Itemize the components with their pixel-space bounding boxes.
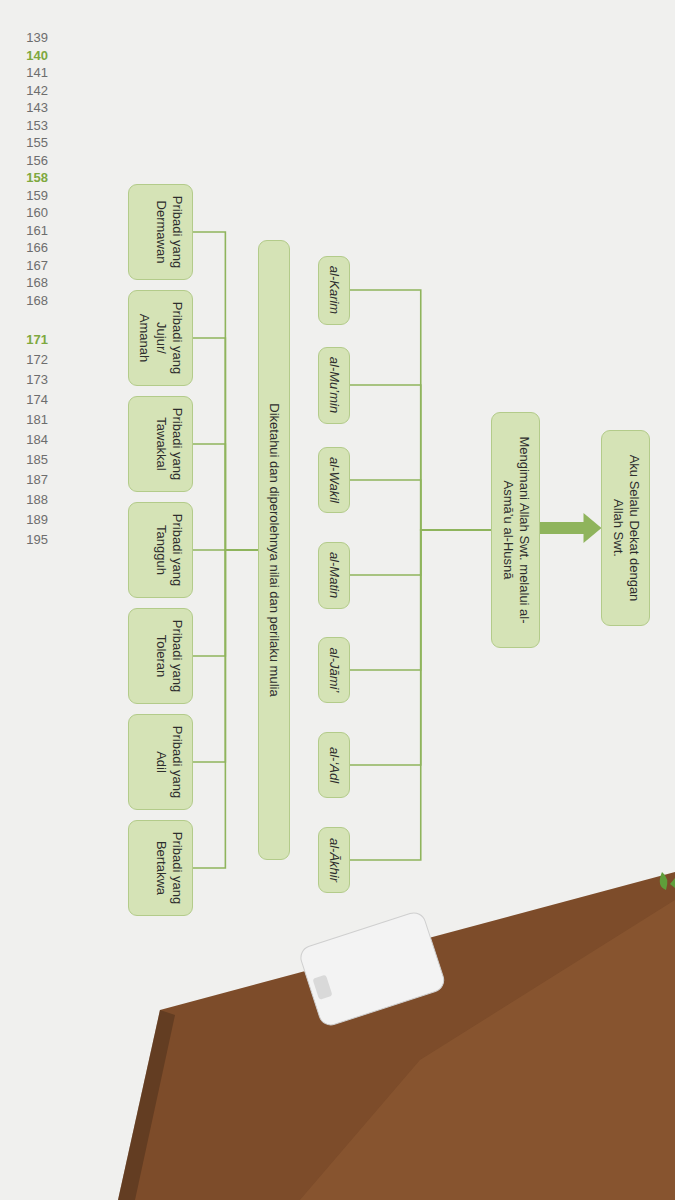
page-number: 171	[2, 332, 48, 347]
page-number: 166	[2, 240, 48, 255]
page-number: 187	[2, 472, 48, 487]
box-text: Pribadi yang Jujur/ Amanah	[136, 299, 185, 377]
box-text: Pribadi yang Adil	[153, 723, 186, 801]
page-number: 159	[2, 188, 48, 203]
box-text: al-‘Adl	[326, 741, 342, 789]
page-number: 189	[2, 512, 48, 527]
page-number: 153	[2, 118, 48, 133]
page-number: 173	[2, 372, 48, 387]
connector-line	[193, 338, 258, 550]
page-number: 172	[2, 352, 48, 367]
box-text: al-Karim	[326, 265, 342, 316]
page-number: 141	[2, 65, 48, 80]
attribute-box: al-Jāmi’	[318, 637, 350, 703]
page-number: 184	[2, 432, 48, 447]
page-number: 161	[2, 223, 48, 238]
connector-path	[193, 338, 258, 550]
page-number: 188	[2, 492, 48, 507]
connector-line	[193, 232, 258, 550]
page-number: 185	[2, 452, 48, 467]
page-number: 160	[2, 205, 48, 220]
attribute-box: al-Wakil	[318, 447, 350, 513]
connector-path	[540, 522, 585, 534]
block-arrow	[540, 513, 602, 543]
trait-box: Pribadi yang Toleran	[128, 608, 193, 704]
attribute-box: al-Ākhir	[318, 827, 350, 893]
page-number: 158	[2, 170, 48, 185]
page-shadow	[118, 1010, 175, 1200]
trait-box: Pribadi yang Dermawan	[128, 184, 193, 280]
box-text: al-Mu’min	[326, 356, 342, 415]
box-text: Pribadi yang Bertakwa	[153, 829, 186, 907]
attribute-box: al-Matin	[318, 542, 350, 609]
page-number: 140	[2, 48, 48, 63]
connector-path	[350, 530, 492, 860]
page-number: 156	[2, 153, 48, 168]
page-number: 168	[2, 275, 48, 290]
connector-line	[193, 444, 258, 550]
page-number: 155	[2, 135, 48, 150]
connector-line	[350, 480, 492, 530]
connector-line	[350, 290, 492, 530]
connector-path	[193, 550, 258, 868]
page-number: 168	[2, 293, 48, 308]
box-text: Diketahui dan diperolehnya nilai dan per…	[266, 249, 282, 851]
page-number: 143	[2, 100, 48, 115]
connector-line	[350, 385, 492, 530]
trait-box: Pribadi yang Tangguh	[128, 502, 193, 598]
eraser-mark	[312, 975, 332, 1000]
page-number: 181	[2, 412, 48, 427]
trait-box: Pribadi yang Bertakwa	[128, 820, 193, 916]
page-number: 139	[2, 30, 48, 45]
box-text: al-Jāmi’	[326, 646, 342, 694]
trait-box: Pribadi yang Tawakkal	[128, 396, 193, 492]
box-text: al-Matin	[326, 551, 342, 600]
connector-path	[350, 385, 492, 530]
leaf	[660, 872, 675, 890]
trait-box: Pribadi yang Adil	[128, 714, 193, 810]
page-number-column: 139 140 141 142 143 153 155 156 158 159 160 161 166 1…	[0, 0, 60, 1200]
connector-path	[193, 232, 258, 550]
box-text: al-Ākhir	[326, 836, 342, 884]
connector-path	[193, 444, 258, 550]
box-text: Aku Selalu Dekat dengan Allah Swt.	[610, 439, 643, 617]
concept-box: Mengimani Allah Swt. melalui al-Asmā’u a…	[492, 412, 541, 648]
wooden-desk	[118, 872, 675, 1200]
attribute-box: al-‘Adl	[318, 732, 350, 798]
box-text: Pribadi yang Tawakkal	[153, 405, 186, 483]
page-number: 142	[2, 83, 48, 98]
arrow-head	[584, 513, 602, 543]
eraser	[298, 910, 447, 1028]
page-number: 167	[2, 258, 48, 273]
attribute-box: al-Karim	[318, 256, 350, 325]
connector-path	[350, 290, 492, 530]
connector-line	[350, 530, 492, 860]
box-text: Pribadi yang Dermawan	[153, 193, 186, 271]
title-box: Aku Selalu Dekat dengan Allah Swt.	[602, 430, 651, 626]
box-text: Pribadi yang Toleran	[153, 617, 186, 695]
band-box: Diketahui dan diperolehnya nilai dan per…	[258, 240, 290, 860]
trait-box: Pribadi yang Jujur/ Amanah	[128, 290, 193, 386]
box-text: Mengimani Allah Swt. melalui al-Asmā’u a…	[500, 421, 533, 639]
page-number: 174	[2, 392, 48, 407]
page-number: 195	[2, 532, 48, 547]
attribute-box: al-Mu’min	[318, 347, 350, 424]
box-text: al-Wakil	[326, 456, 342, 504]
eraser-body	[298, 910, 447, 1028]
connector-line	[193, 550, 258, 868]
box-text: Pribadi yang Tangguh	[153, 511, 186, 589]
connector-path	[350, 480, 492, 530]
